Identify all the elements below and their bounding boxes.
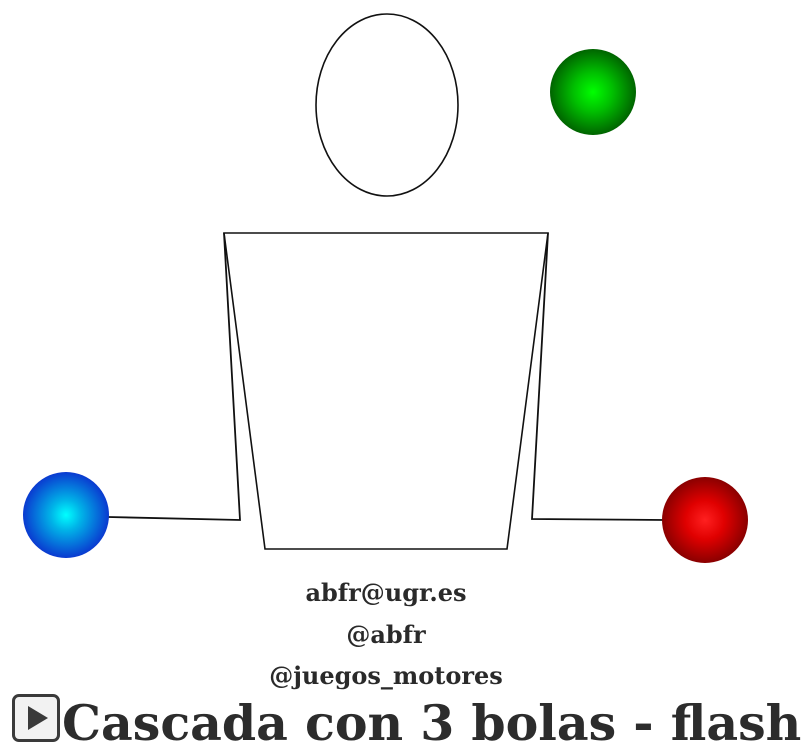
red-ball: [662, 477, 748, 563]
play-icon: [28, 706, 48, 730]
credit-project-handle: @juegos_motores: [269, 661, 503, 690]
juggler-right-arm: [531, 232, 666, 521]
play-button[interactable]: [12, 694, 60, 742]
juggler-stage: [23, 13, 748, 563]
juggler-head: [315, 13, 459, 197]
green-ball: [550, 49, 636, 135]
credit-email: abfr@ugr.es: [305, 578, 467, 607]
credit-handle: @abfr: [346, 620, 426, 649]
juggler-torso: [223, 232, 549, 550]
juggler-left-arm: [107, 232, 241, 521]
animation-title: Cascada con 3 bolas - flash: [62, 694, 801, 752]
blue-ball: [23, 472, 109, 558]
